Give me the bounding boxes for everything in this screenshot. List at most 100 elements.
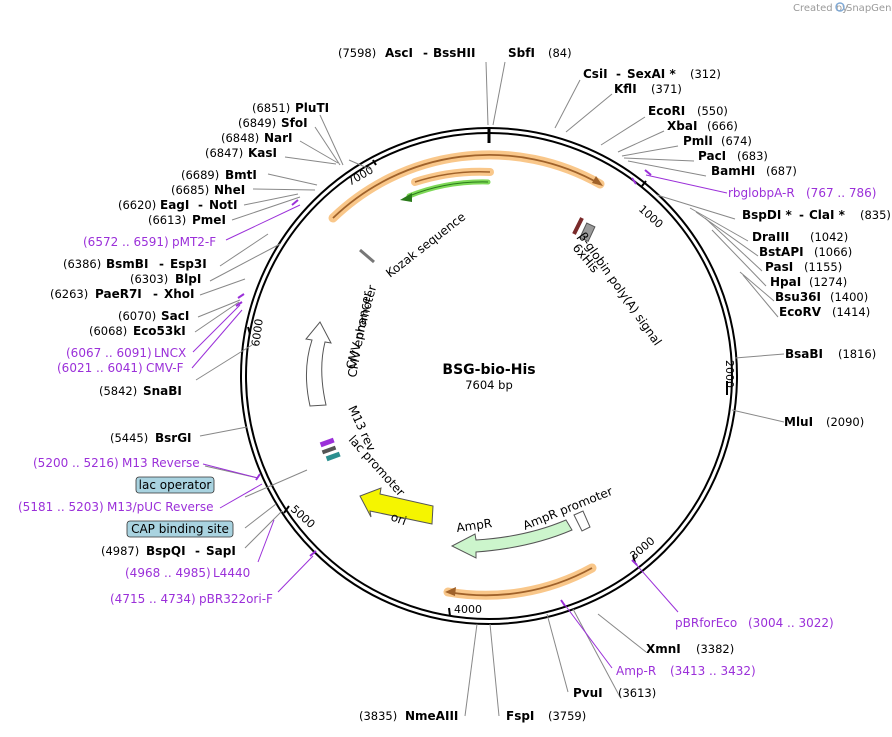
enzyme-name: XbaI xyxy=(667,119,697,133)
enzyme-name: BsaBI xyxy=(785,347,823,361)
enzyme-label-bstapi[interactable]: BstAPI (1066) xyxy=(759,245,852,259)
enzyme-label-snabi[interactable]: (5842) SnaBI xyxy=(99,384,182,398)
enzyme-label-nari[interactable]: (6848) NarI xyxy=(221,131,293,145)
enzyme-label-eagi[interactable]: (6620) EagI - NotI xyxy=(118,198,238,212)
enzyme-label-pmei[interactable]: (6613) PmeI xyxy=(148,213,226,227)
enzyme-label-bspqi[interactable]: (4987) BspQI - SapI xyxy=(101,544,236,558)
enzyme-name: AscI xyxy=(385,46,413,60)
enzyme-label-bsrgi[interactable]: (5445) BsrGI xyxy=(110,431,192,445)
enzyme-label-draiii[interactable]: DraIII (1042) xyxy=(752,230,848,244)
tick-label-6000: 6000 xyxy=(249,318,266,348)
primer-label-pbrforeco[interactable]: pBRforEco (3004 .. 3022) xyxy=(675,616,834,630)
boxed-label-lac-operator[interactable]: lac operator xyxy=(135,476,215,494)
primer-name: pMT2-F xyxy=(172,235,216,249)
enzyme-label-nhei[interactable]: (6685) NheI xyxy=(171,183,245,197)
enzyme-pos: (6303) xyxy=(130,272,168,286)
enzyme-label-ecori[interactable]: EcoRI (550) xyxy=(648,104,728,118)
enzyme-label-asci[interactable]: (7598) AscI - BssHII xyxy=(338,46,475,60)
enzyme-name: BspDI * xyxy=(742,208,792,222)
primer-name: rbglobpA-R xyxy=(728,186,795,200)
enzyme-name: MluI xyxy=(784,415,813,429)
enzyme-name2: XhoI xyxy=(164,287,195,301)
enzyme-label-eco53ki[interactable]: (6068) Eco53kI xyxy=(89,324,186,338)
enzyme-name: EagI xyxy=(160,198,189,212)
enzyme-pos: (687) xyxy=(766,164,797,178)
enzyme-label-nmeaiii[interactable]: (3835) NmeAIII xyxy=(359,709,458,723)
enzyme-pos: (674) xyxy=(721,134,752,148)
plasmid-size: 7604 bp xyxy=(465,378,513,392)
enzyme-label-bsmbi[interactable]: (6386) BsmBI - Esp3I xyxy=(63,257,207,271)
primer-label-amp-r[interactable]: Amp-R (3413 .. 3432) xyxy=(616,664,756,678)
enzyme-label-pmli[interactable]: PmlI (674) xyxy=(683,134,752,148)
tick-label-4000: 4000 xyxy=(454,603,482,616)
enzyme-name: NarI xyxy=(264,131,293,145)
primer-name: pBRforEco xyxy=(675,616,737,630)
enzyme-label-paci[interactable]: PacI (683) xyxy=(698,149,768,163)
enzyme-sep: - xyxy=(423,46,428,60)
enzyme-pos: (550) xyxy=(697,104,728,118)
primer-label-pmt2-f[interactable]: (6572 .. 6591) pMT2-F xyxy=(83,235,216,249)
enzyme-label-kfli[interactable]: KflI (371) xyxy=(614,82,682,96)
enzyme-label-bsu36i[interactable]: Bsu36I (1400) xyxy=(775,290,868,304)
orf-arc-bottom-halo xyxy=(443,563,597,600)
enzyme-name: BamHI xyxy=(711,164,755,178)
primer-label-m13-reverse[interactable]: (5200 .. 5216) M13 Reverse xyxy=(33,456,200,470)
enzyme-name: KflI xyxy=(614,82,637,96)
enzyme-label-pasi[interactable]: PasI (1155) xyxy=(765,260,842,274)
enzyme-name: SnaBI xyxy=(143,384,182,398)
enzyme-name: BstAPI xyxy=(759,245,804,259)
enzyme-pos: (6263) xyxy=(50,287,88,301)
primer-name: LNCX xyxy=(154,346,186,360)
connector-lines xyxy=(194,61,785,717)
enzyme-pos: (1816) xyxy=(838,347,876,361)
primer-label-m13-puc-reverse[interactable]: (5181 .. 5203) M13/pUC Reverse xyxy=(18,500,214,514)
primer-label-rbglobpa-r[interactable]: rbglobpA-R (767 .. 786) xyxy=(728,186,876,200)
primer-range: (5181 .. 5203) xyxy=(18,500,104,514)
enzyme-label-blpi[interactable]: (6303) BlpI xyxy=(130,272,201,286)
primer-label-pbr322ori-f[interactable]: (4715 .. 4734) pBR322ori-F xyxy=(110,592,273,606)
enzyme-label-ecorv[interactable]: EcoRV (1414) xyxy=(779,305,870,319)
snapgene-logo-icon xyxy=(835,2,845,12)
primer-label-cmv-f[interactable]: (6021 .. 6041) CMV-F xyxy=(57,361,184,375)
enzyme-pos: (6851) xyxy=(252,101,290,115)
primer-range: (3004 .. 3022) xyxy=(748,616,834,630)
kozak-marker xyxy=(359,248,375,264)
enzyme-label-mlui[interactable]: MluI (2090) xyxy=(784,415,864,429)
enzyme-label-bsabi[interactable]: BsaBI (1816) xyxy=(785,347,876,361)
enzyme-label-saci[interactable]: (6070) SacI xyxy=(118,309,189,323)
primer-range: (4715 .. 4734) xyxy=(110,592,196,606)
enzyme-label-sbfi[interactable]: SbfI (84) xyxy=(508,46,572,60)
enzyme-pos: (1400) xyxy=(830,290,868,304)
enzyme-label-csii[interactable]: CsiI - SexAI * (312) xyxy=(583,67,721,81)
enzyme-name: Bsu36I xyxy=(775,290,821,304)
cap-binding-site-label: CAP binding site xyxy=(131,522,229,536)
enzyme-name: EcoRV xyxy=(779,305,822,319)
enzyme-label-fspi[interactable]: FspI (3759) xyxy=(506,709,586,723)
sixhis-feature xyxy=(572,217,596,243)
enzyme-label-bmti[interactable]: (6689) BmtI xyxy=(181,168,257,182)
enzyme-name: PaeR7I xyxy=(95,287,142,301)
primer-label-lncx[interactable]: (6067 .. 6091) LNCX xyxy=(66,346,186,360)
boxed-label-cap-binding-site[interactable]: CAP binding site xyxy=(126,520,234,538)
m13-lac-small-features xyxy=(319,437,341,462)
green-arrow-top-line xyxy=(408,181,489,197)
enzyme-name: SbfI xyxy=(508,46,535,60)
ampr-promoter-arrow xyxy=(573,510,591,532)
enzyme-label-xbai[interactable]: XbaI (666) xyxy=(667,119,738,133)
enzyme-sep: - xyxy=(159,257,164,271)
enzyme-label-bamhi[interactable]: BamHI (687) xyxy=(711,164,797,178)
enzyme-label-xmni[interactable]: XmnI (3382) xyxy=(646,642,734,656)
enzyme-pos: (6847) xyxy=(205,146,243,160)
enzyme-label-pluti[interactable]: (6851) PluTI xyxy=(252,101,329,115)
ampr-arrow xyxy=(450,519,573,559)
enzyme-label-hpai[interactable]: HpaI (1274) xyxy=(770,275,847,289)
enzyme-label-bspdi[interactable]: BspDI * - ClaI * (835) xyxy=(742,208,891,222)
enzyme-pos: (1042) xyxy=(810,230,848,244)
primer-label-l4440[interactable]: (4968 .. 4985) L4440 xyxy=(125,566,250,580)
enzyme-label-paer7i[interactable]: (6263) PaeR7I - XhoI xyxy=(50,287,195,301)
enzyme-label-kasi[interactable]: (6847) KasI xyxy=(205,146,277,160)
enzyme-label-pvui[interactable]: PvuI (3613) xyxy=(573,686,656,700)
enzyme-name: BsrGI xyxy=(155,431,192,445)
enzyme-label-sfoi[interactable]: (6849) SfoI xyxy=(238,116,308,130)
